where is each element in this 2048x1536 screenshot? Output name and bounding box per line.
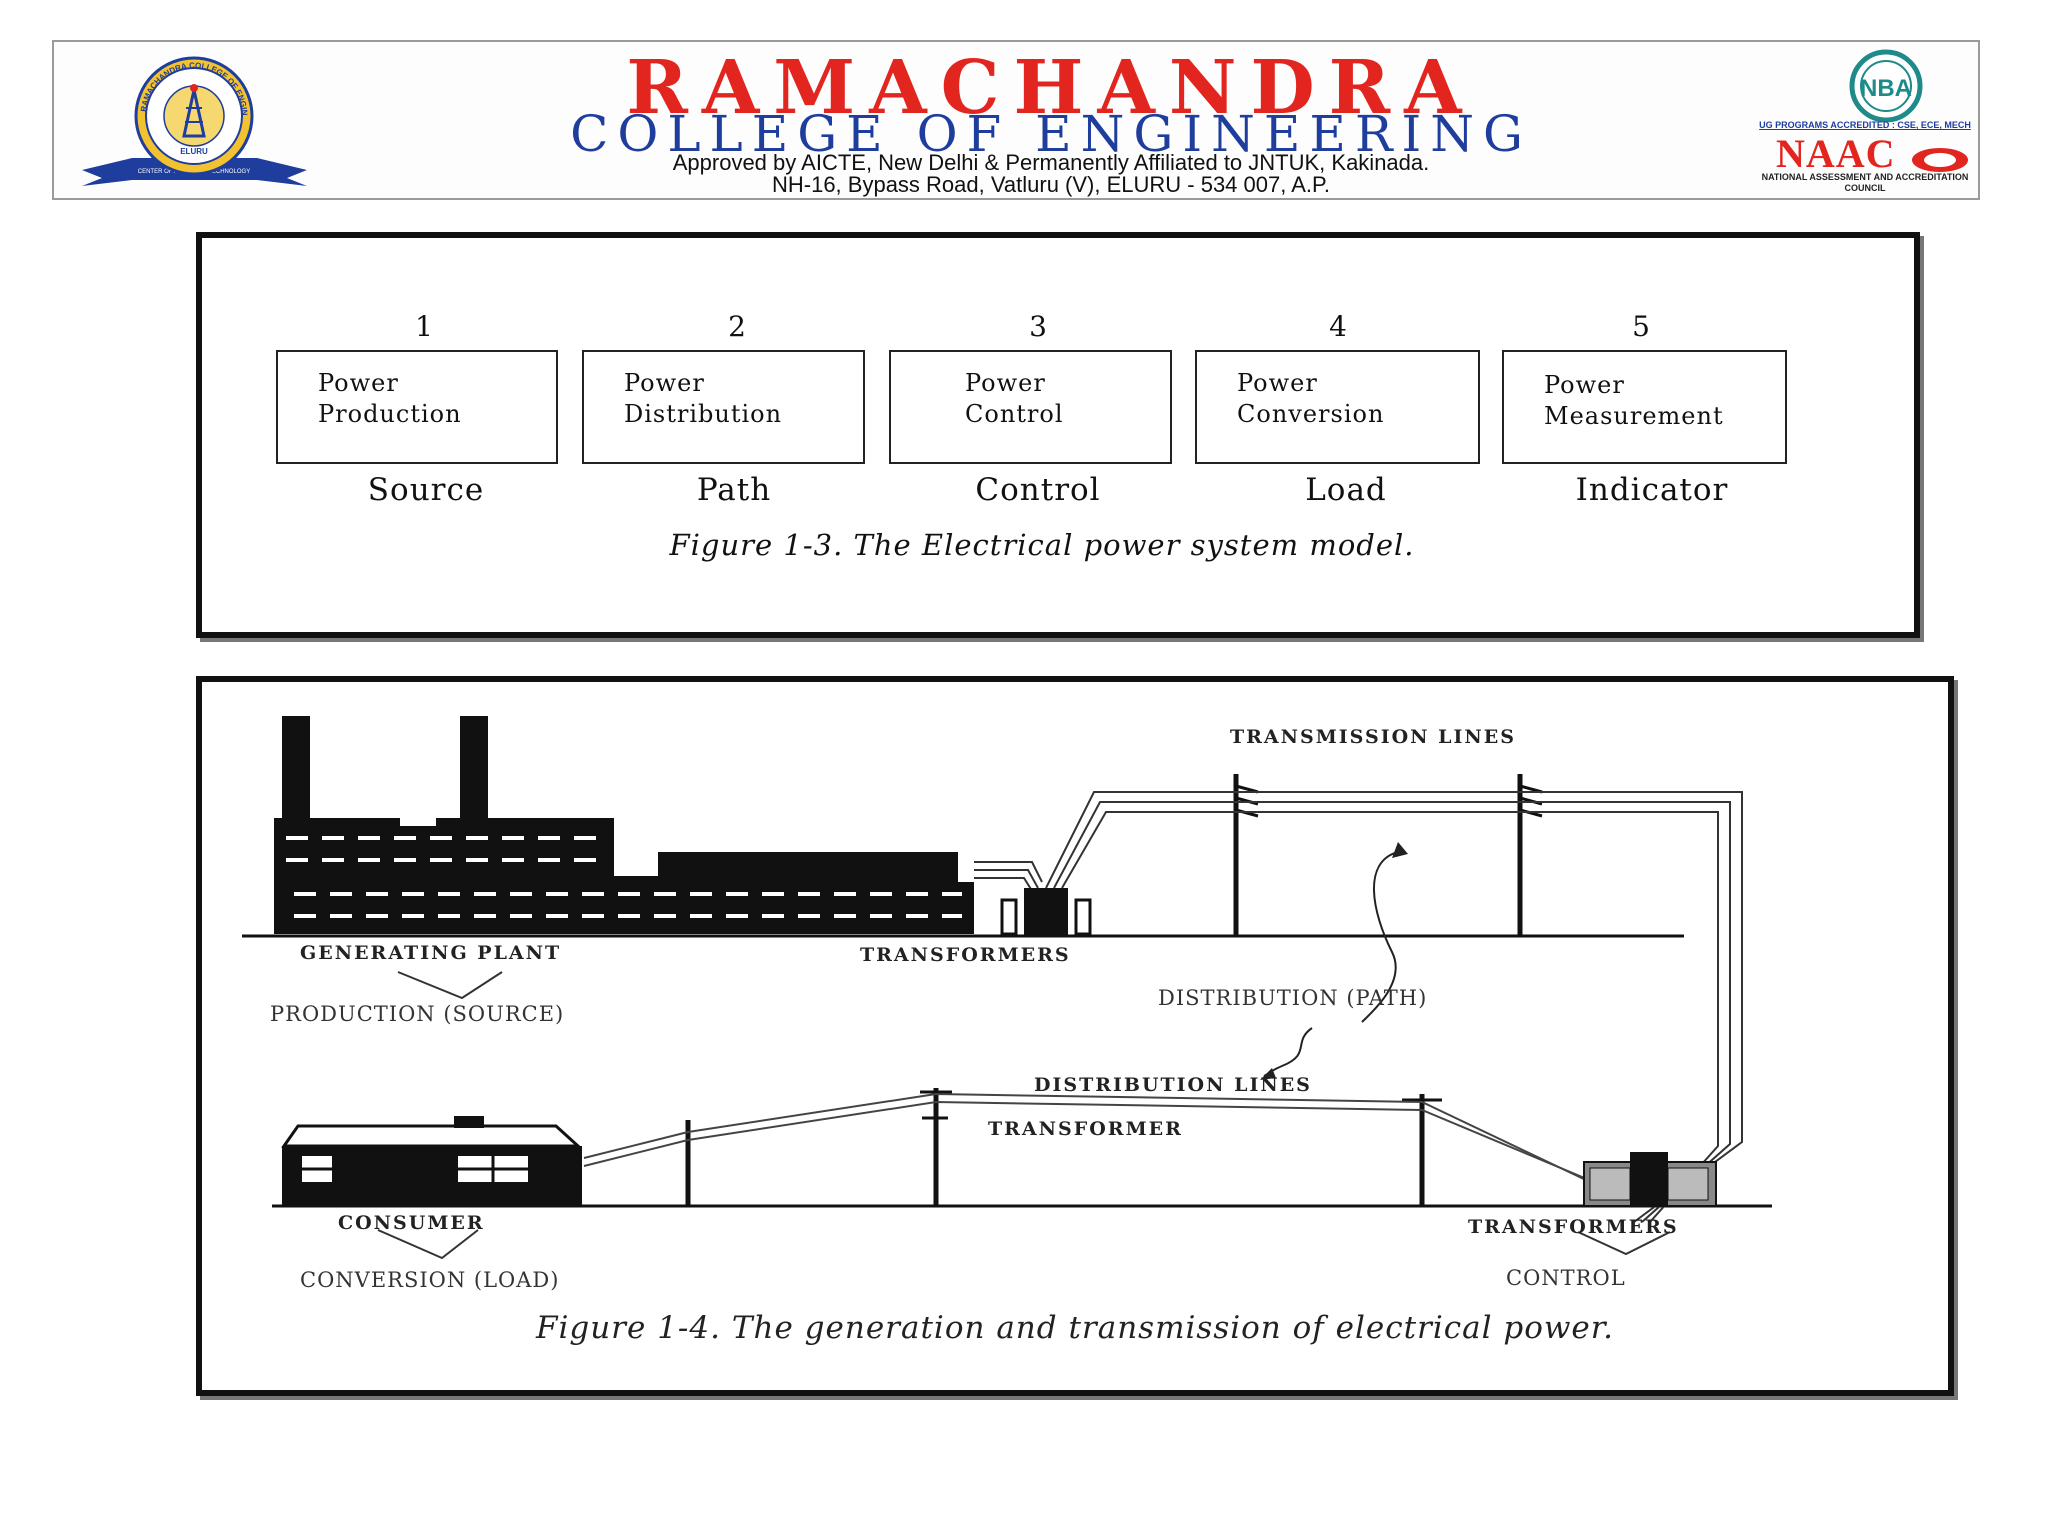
figure-14-caption: Figure 1-4. The generation and transmiss… [535, 1310, 1615, 1346]
distribution-poles [685, 1088, 1425, 1206]
transformer-bottom [1583, 1152, 1717, 1207]
stage-box-production: Power Production [276, 350, 558, 464]
stage-box-conversion: Power Conversion [1195, 350, 1480, 464]
stage-box-line: Production [318, 400, 462, 428]
label-control: CONTROL [1506, 1266, 1626, 1290]
stage-box-line: Measurement [1544, 402, 1724, 430]
stage-number: 3 [1029, 310, 1047, 343]
stage-number: 1 [415, 310, 433, 343]
stage-number: 4 [1329, 310, 1347, 343]
consumer-house [281, 1116, 582, 1206]
stage-box-line: Power [1237, 369, 1318, 397]
college-name: RAMACHANDRA [626, 45, 1476, 131]
stage-box-measurement: Power Measurement [1502, 350, 1787, 464]
plant-windows [286, 836, 962, 918]
label-consumer: CONSUMER [338, 1212, 485, 1234]
nba-logo: NBA [1849, 49, 1968, 172]
stage-box-line: Control [965, 400, 1064, 428]
stage-box-line: Power [1544, 371, 1625, 399]
generating-plant [274, 716, 974, 934]
label-generating-plant: GENERATING PLANT [300, 942, 562, 964]
stage-box-line: Conversion [1237, 400, 1385, 428]
stage-role-label: Path [696, 472, 772, 508]
transformer-top [1000, 888, 1092, 936]
college-banner: CENTER OF ADVANCED TECHNOLOGY ELURU RAMA… [52, 40, 1980, 200]
stage-number: 2 [728, 310, 746, 343]
label-pointers [377, 971, 1671, 1260]
label-transmission-lines: TRANSMISSION LINES [1230, 726, 1516, 748]
figure-13-caption: Figure 1-3. The Electrical power system … [669, 528, 1415, 562]
stage-role-label: Source [367, 472, 485, 508]
label-distribution-lines: DISTRIBUTION LINES [1034, 1074, 1312, 1096]
address-line: NH-16, Bypass Road, Vatluru (V), ELURU -… [771, 172, 1330, 197]
distribution-lines [583, 1092, 1643, 1203]
figure-generation-transmission: TRANSMISSION LINES GENERATING PLANT PROD… [196, 676, 1954, 1396]
stage-role-label: Indicator [1575, 472, 1729, 508]
naac-text: NAAC [1776, 131, 1896, 176]
logo-place-text: ELURU [180, 147, 208, 156]
pole-crossarms [920, 1090, 1442, 1120]
figure-power-system-model: 1 2 3 4 5 Power Production Power Distrib… [196, 232, 1920, 638]
label-transformers-bottom: TRANSFORMERS [1468, 1216, 1679, 1238]
stage-box-control: Power Control [889, 350, 1172, 464]
label-distribution-path: DISTRIBUTION (PATH) [1158, 986, 1428, 1010]
stage-role-label: Load [1305, 472, 1387, 508]
stage-box-distribution: Power Distribution [582, 350, 865, 464]
label-transformer: TRANSFORMER [988, 1118, 1183, 1140]
label-production-source: PRODUCTION (SOURCE) [270, 1002, 565, 1026]
college-logo: CENTER OF ADVANCED TECHNOLOGY ELURU RAMA… [72, 50, 307, 186]
pointer-arrows [1263, 851, 1399, 1077]
stage-box-line: Power [624, 369, 705, 397]
stage-box-line: Distribution [624, 400, 783, 428]
college-subtitle: COLLEGE OF ENGINEERING [570, 105, 1532, 163]
label-conversion-load: CONVERSION (LOAD) [300, 1268, 560, 1292]
transmission-towers [1233, 774, 1523, 936]
approval-line: Approved by AICTE, New Delhi & Permanent… [672, 150, 1430, 175]
power-grid-illustration [242, 716, 1772, 1260]
label-transformers-top: TRANSFORMERS [860, 944, 1071, 966]
nba-text: NBA [1860, 75, 1912, 102]
stage-box-line: Power [318, 369, 399, 397]
stage-box-line: Power [965, 369, 1046, 397]
pointer-arrowheads [1260, 842, 1408, 1080]
naac-full-text: NATIONAL ASSESSMENT AND ACCREDITATION CO… [1761, 172, 1969, 193]
stage-number: 5 [1632, 310, 1650, 343]
stage-role-label: Control [975, 472, 1101, 508]
ug-accreditation-text: UG PROGRAMS ACCREDITED : CSE, ECE, MECH [1759, 120, 1971, 130]
